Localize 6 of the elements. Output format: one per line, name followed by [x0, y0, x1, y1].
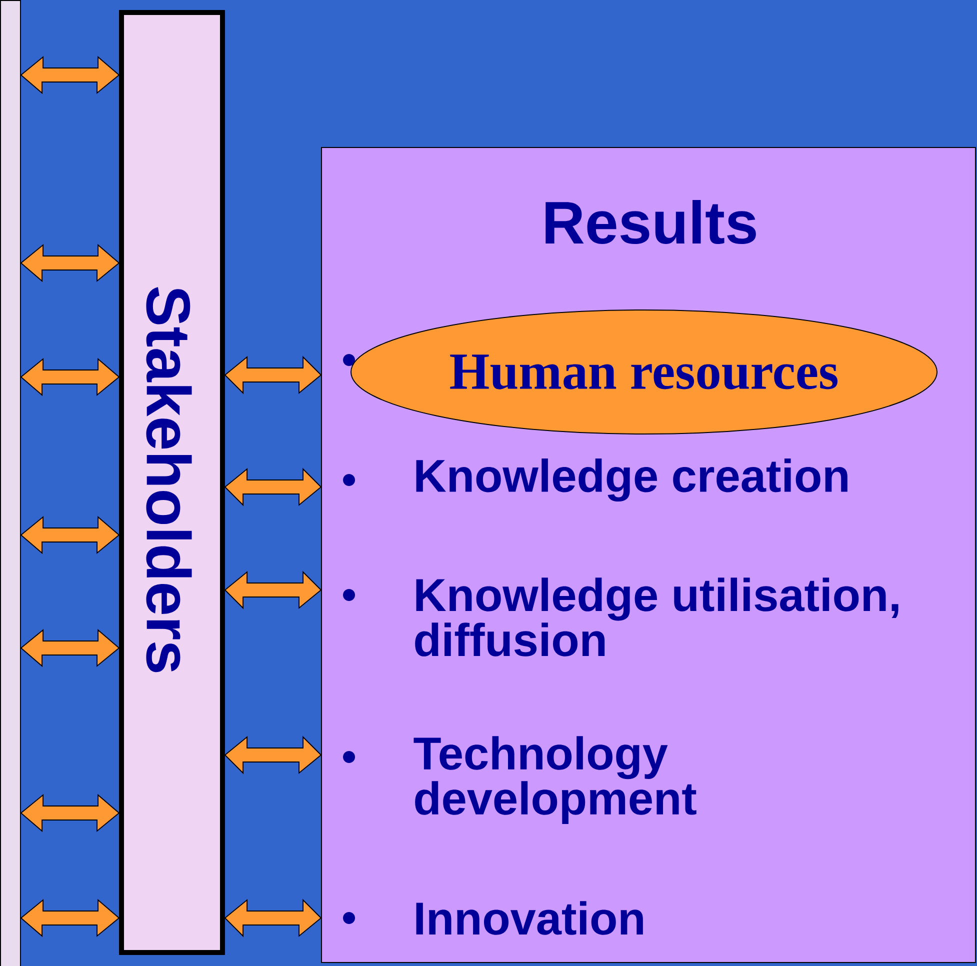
result-item: Innovation: [416, 901, 643, 935]
result-item: Technology development: [414, 736, 696, 824]
result-item: Knowledge creation: [416, 458, 848, 502]
side-panel: [0, 0, 21, 966]
stakeholders-bar: Stakeholders: [119, 10, 225, 955]
result-item: Knowledge utilisation, diffusion: [415, 578, 898, 656]
